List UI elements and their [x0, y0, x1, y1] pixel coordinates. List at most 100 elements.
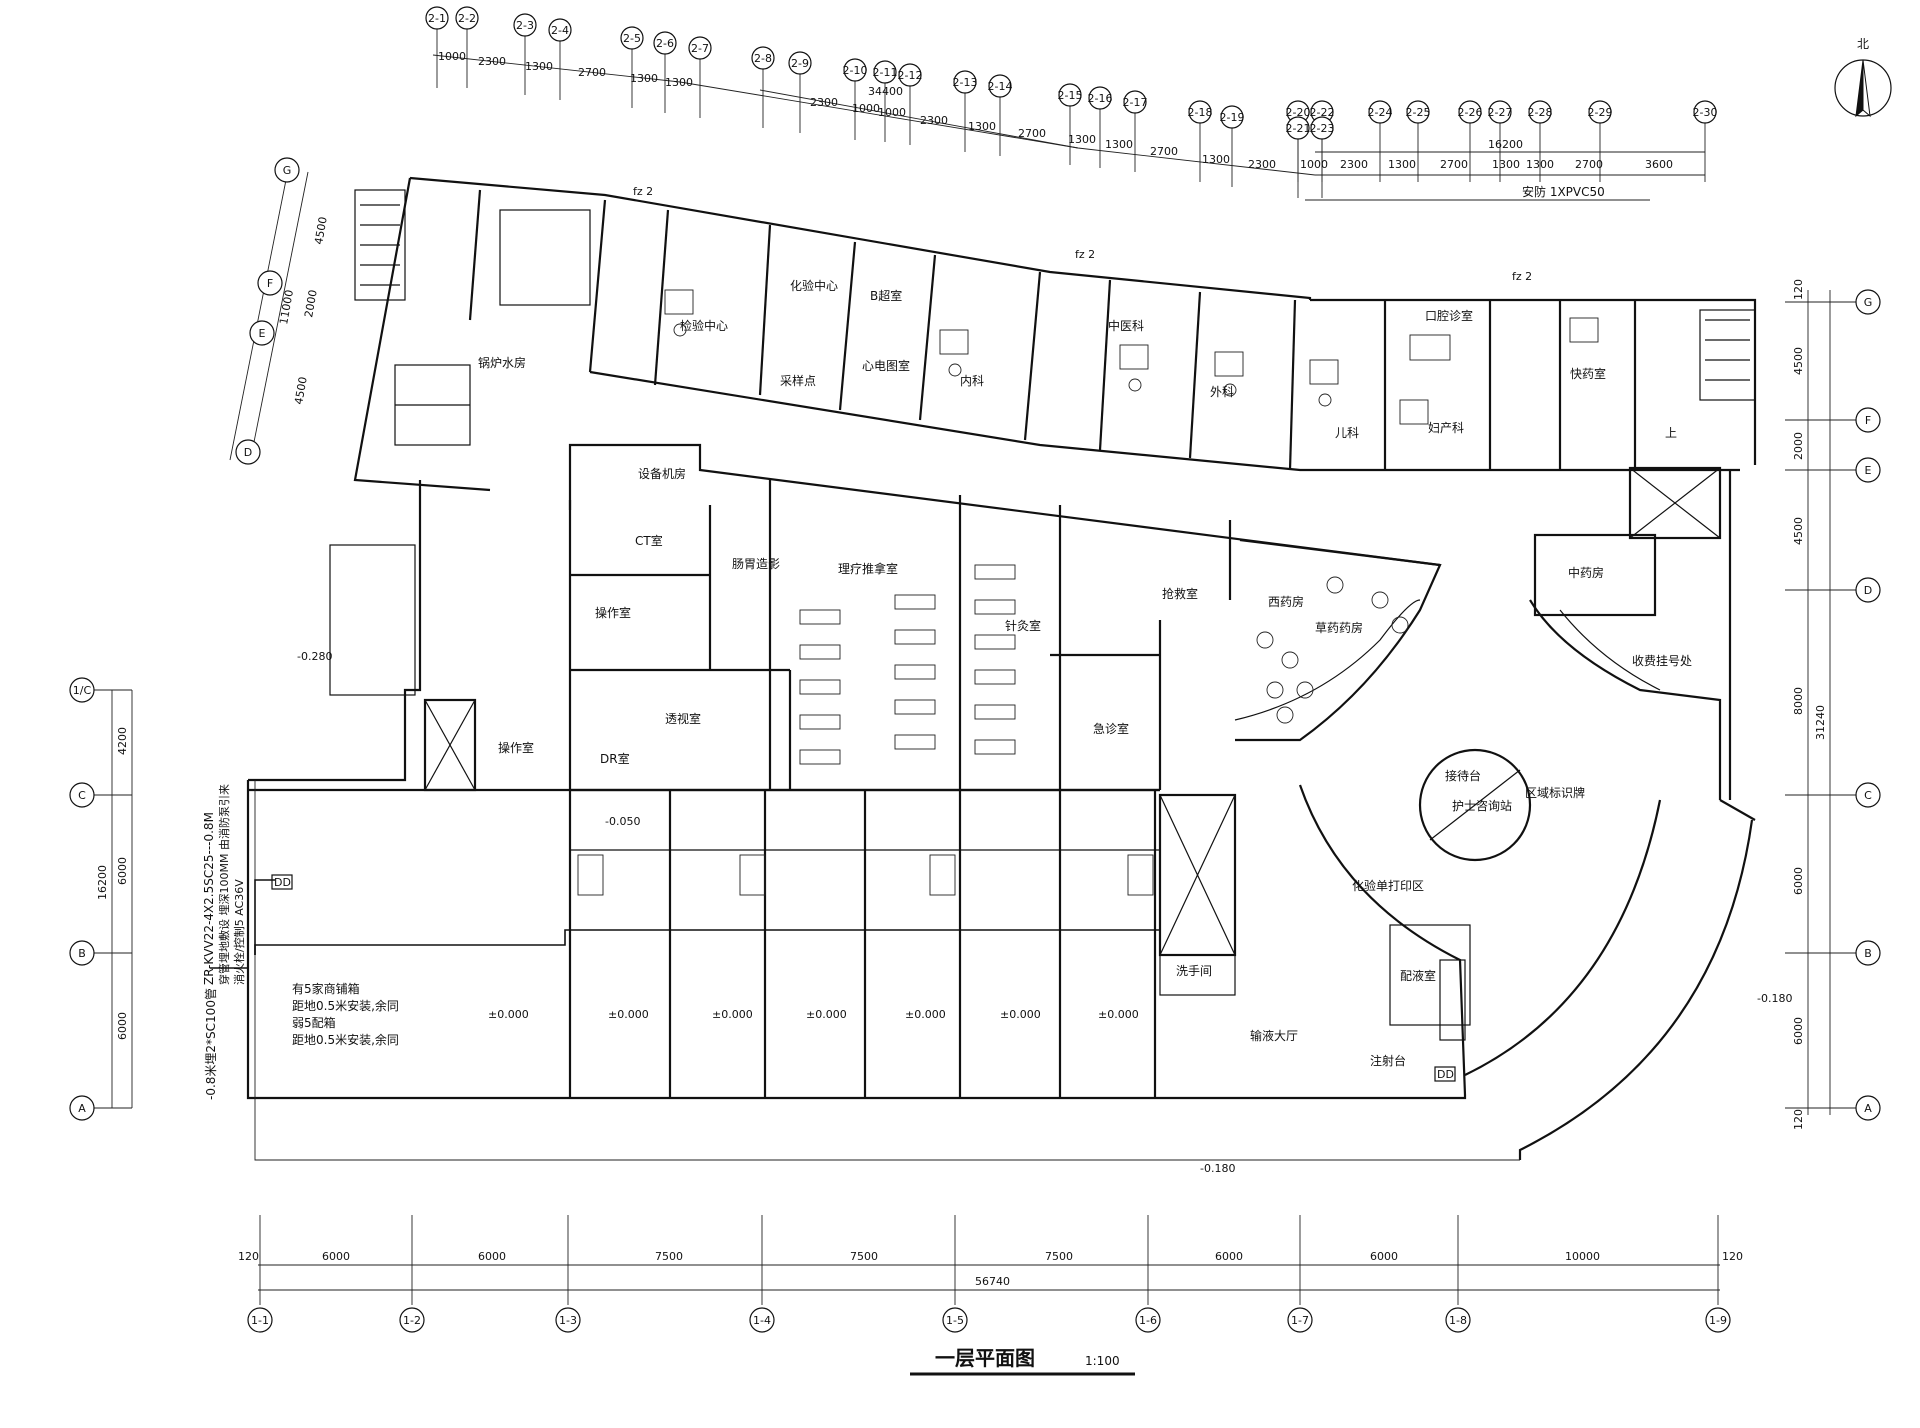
axis-bubble: 2-30 [1693, 100, 1718, 124]
axis-label: 2-25 [1406, 106, 1431, 119]
dim-text: 1300 [1068, 133, 1096, 146]
axis-bubble: A [1855, 1095, 1881, 1121]
axis-circle [1088, 86, 1112, 110]
axis-label: 2-7 [691, 42, 709, 55]
fire-symbol-text: fz 2 [1512, 270, 1532, 283]
level-mark: ±0.000 [608, 1008, 649, 1021]
axis-circle [399, 1307, 425, 1333]
dim-text: 120 [1792, 279, 1805, 300]
axis-label: C [78, 789, 86, 802]
dim-text: 2300 [810, 96, 838, 109]
axis-bubble: 2-12 [898, 63, 922, 87]
cable-note: ZR-KVV22-4X2.5SC25---0.8M [202, 812, 216, 985]
dim-text: 6000 [1792, 867, 1805, 895]
note-text: 距地0.5米安装,余同 [292, 1032, 399, 1047]
axis-bubble: 2-21 [1286, 116, 1310, 140]
north-label: 北 [1857, 37, 1869, 51]
axis-label: 2-10 [843, 64, 868, 77]
axis-label: 2-8 [754, 52, 772, 65]
axis-label: 1-9 [1709, 1314, 1727, 1327]
db-box-label: DD [274, 876, 291, 889]
axis-label: 1/C [73, 684, 92, 697]
axis-label: 2-11 [873, 66, 898, 79]
axis-circle [898, 63, 922, 87]
bottom-dims: 6000 6000 7500 7500 7500 6000 6000 10000… [238, 1250, 1743, 1263]
axis-label: B [1864, 947, 1872, 960]
room-label: 肠胃造影 [732, 557, 780, 571]
north-wing-walls [353, 176, 1757, 492]
scale-text: 1:100 [1085, 1354, 1120, 1368]
dim-text: 2700 [1440, 158, 1468, 171]
axis-label: 1-7 [1291, 1314, 1309, 1327]
dim-text: 120 [238, 1250, 259, 1263]
axis-circle [69, 782, 95, 808]
top-total: 34400 [868, 85, 903, 98]
dim-text: 6000 [1370, 1250, 1398, 1263]
room-label: DR室 [600, 751, 630, 766]
axis-label: B [78, 947, 86, 960]
right-dimension-lines [1785, 290, 1860, 1115]
axis-label: 1-1 [251, 1314, 269, 1327]
axis-circle [69, 940, 95, 966]
cable-note: 消火栓/控制5 AC36V [232, 879, 246, 985]
axis-bubble: D [1855, 577, 1881, 603]
axis-label: 2-9 [791, 57, 809, 70]
dim-text: 1000 [878, 106, 906, 119]
room-label: 接待台 [1445, 768, 1481, 783]
axis-label: 1-5 [946, 1314, 964, 1327]
room-label: 设备机房 [638, 466, 686, 481]
dim-text: 2000 [1792, 432, 1805, 460]
shop-stairs [577, 854, 1154, 896]
axis-circle [1220, 105, 1244, 129]
axis-circle [1188, 100, 1212, 124]
axis-bubble: A [69, 1095, 95, 1121]
room-label: 收费挂号处 [1632, 654, 1692, 668]
room-label: 快药室 [1570, 366, 1606, 381]
axis-label: 2-15 [1058, 89, 1083, 102]
axis-bubble: 2-6 [653, 31, 677, 55]
level-mark: ±0.000 [712, 1008, 753, 1021]
axis-circle [1458, 100, 1482, 124]
room-label: 配液室 [1400, 968, 1436, 983]
room-label: 中医科 [1108, 318, 1144, 333]
dim-text: 7500 [655, 1250, 683, 1263]
dim-text: 6000 [478, 1250, 506, 1263]
dim-text: 4500 [312, 216, 330, 246]
axis-circle [1488, 100, 1512, 124]
axis-label: E [1865, 464, 1872, 477]
axis-circle [249, 320, 275, 346]
dim-text: 3600 [1645, 158, 1673, 171]
axis-circle [688, 36, 712, 60]
axis-circle [1135, 1307, 1161, 1333]
dim-text: 6000 [1792, 1017, 1805, 1045]
note-text: 弱5配箱 [292, 1015, 336, 1030]
room-label: 西药房 [1268, 594, 1304, 609]
level-mark: ±0.000 [806, 1008, 847, 1021]
bottom-dimension-lines [258, 1264, 1720, 1291]
left-dims: 4200 6000 6000 16200 4500 2000 4500 1100… [96, 216, 330, 1040]
axis-label: 2-29 [1588, 106, 1613, 119]
axis-circle [1855, 1095, 1881, 1121]
axis-label: 2-30 [1693, 106, 1718, 119]
right-dims: 4500 2000 4500 8000 6000 6000 120 120 31… [1792, 279, 1827, 1130]
north-wing-room-labels: 检验中心 化验中心 采样点 心电图室 B超室 内科 中医科 外科 口腔诊室 儿科… [478, 278, 1677, 440]
room-label: 针灸室 [1005, 618, 1041, 633]
axis-label: G [283, 164, 292, 177]
axis-circle [942, 1307, 968, 1333]
dim-text: 2300 [478, 55, 506, 68]
axis-label: 2-13 [953, 76, 978, 89]
cable-notes: ZR-KVV22-4X2.5SC25---0.8M 穿管埋地敷设 埋深100MM… [202, 784, 246, 1100]
axis-label: 2-4 [551, 24, 569, 37]
axis-circle [1855, 940, 1881, 966]
axis-bubble: 2-18 [1188, 100, 1212, 124]
axis-label: 1-3 [559, 1314, 577, 1327]
main-building-walls [246, 443, 1756, 1161]
axis-circle [257, 270, 283, 296]
axis-circle [1855, 289, 1881, 315]
axis-bubble: 1-6 [1135, 1307, 1161, 1333]
axis-bubble: C [69, 782, 95, 808]
left-dimension-lines [70, 169, 309, 1109]
axis-bubble: 1-8 [1445, 1307, 1471, 1333]
axis-bubble: 2-15 [1058, 83, 1083, 107]
